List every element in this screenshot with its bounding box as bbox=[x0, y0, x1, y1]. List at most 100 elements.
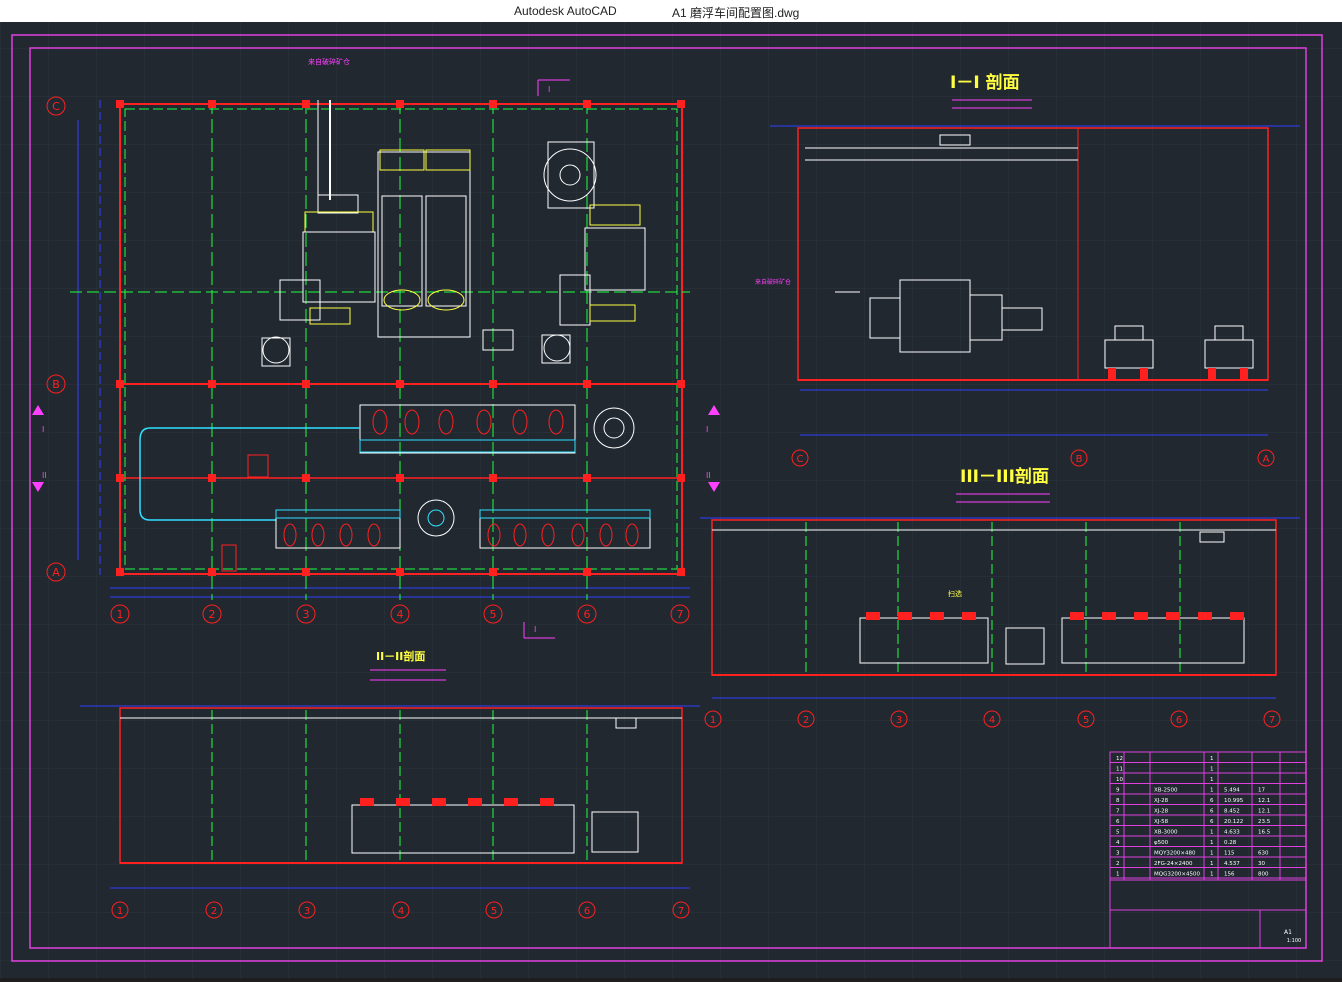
svg-text:5: 5 bbox=[490, 608, 497, 621]
plan-axis-C: C bbox=[46, 96, 66, 116]
svg-text:7: 7 bbox=[678, 906, 684, 917]
sheet-scale: 1:100 bbox=[1287, 938, 1301, 944]
table-cell: MQG3200×4500 bbox=[1154, 872, 1200, 878]
flotation-bank-upper[interactable] bbox=[359, 404, 635, 454]
table-cell: MQY3200×480 bbox=[1154, 851, 1196, 857]
svg-text:1: 1 bbox=[710, 715, 716, 726]
section-II-axis-3: 3 bbox=[298, 901, 316, 919]
section-III-axis-1: 1 bbox=[704, 710, 722, 728]
table-cell: XB-2500 bbox=[1154, 788, 1178, 794]
table-cell: XJ-58 bbox=[1154, 819, 1169, 825]
section-II-bank[interactable] bbox=[351, 798, 575, 854]
section-III-III[interactable]: III－III剖面 扫选 1 2 3 4 5 6 7 bbox=[700, 466, 1300, 728]
plan-axis-2: 2 bbox=[202, 604, 222, 624]
svg-text:7: 7 bbox=[677, 608, 684, 621]
plan-axis-B: B bbox=[46, 374, 66, 394]
plan-axis-7: 7 bbox=[670, 604, 690, 624]
section-III-axis-2: 2 bbox=[797, 710, 815, 728]
section-II-axis-2: 2 bbox=[205, 901, 223, 919]
table-cell: 156 bbox=[1224, 872, 1235, 878]
section-II-II[interactable]: II－II剖面 1 2 3 4 5 6 7 bbox=[80, 649, 700, 919]
window-titlebar: Autodesk AutoCAD A1 磨浮车间配置图.dwg bbox=[0, 0, 1342, 22]
small-tank[interactable] bbox=[482, 329, 514, 351]
plan-axis-1: 1 bbox=[110, 604, 130, 624]
table-cell: 8.452 bbox=[1224, 809, 1240, 815]
svg-text:3: 3 bbox=[303, 608, 310, 621]
svg-text:I: I bbox=[706, 425, 708, 434]
svg-text:C: C bbox=[797, 454, 804, 465]
section-III-axis-5: 5 bbox=[1077, 710, 1095, 728]
section-III-pump[interactable] bbox=[1005, 627, 1045, 665]
svg-text:3: 3 bbox=[304, 906, 310, 917]
section-I-mill[interactable] bbox=[835, 279, 1043, 353]
grid-background bbox=[0, 22, 1342, 978]
svg-text:2: 2 bbox=[211, 906, 217, 917]
table-cell: 1 bbox=[1210, 830, 1214, 836]
section-III-bank-right[interactable] bbox=[1061, 612, 1245, 664]
table-cell: 9 bbox=[1116, 788, 1120, 794]
svg-text:6: 6 bbox=[1176, 715, 1182, 726]
flotation-bank-lower[interactable] bbox=[275, 499, 651, 549]
section-II-axis-6: 6 bbox=[578, 901, 596, 919]
table-cell: 6 bbox=[1116, 819, 1120, 825]
section-marker-top: I bbox=[537, 79, 570, 96]
section-II-axis-7: 7 bbox=[672, 901, 690, 919]
section-I-cell-1[interactable] bbox=[1104, 325, 1154, 369]
section-marker-right: I II bbox=[706, 405, 720, 492]
table-cell: 1 bbox=[1210, 851, 1214, 857]
table-cell: 1 bbox=[1210, 777, 1214, 783]
section-I-ore-label: 来自破碎矿仓 bbox=[755, 278, 791, 286]
section-III-bank-left[interactable] bbox=[859, 612, 989, 664]
table-cell: 1 bbox=[1210, 861, 1214, 867]
table-cell: 17 bbox=[1258, 788, 1265, 794]
section-II-pump[interactable] bbox=[591, 811, 639, 853]
table-cell: 23.5 bbox=[1258, 819, 1271, 825]
drawing-svg[interactable]: 来自破碎矿仓 I I I II I II C B A 1 2 bbox=[0, 22, 1342, 978]
section-III-axis-3: 3 bbox=[890, 710, 908, 728]
ball-mill-right[interactable] bbox=[541, 204, 646, 364]
table-cell: 11 bbox=[1116, 767, 1123, 773]
section-I-axis-A: A bbox=[1257, 449, 1275, 467]
svg-text:II: II bbox=[706, 471, 711, 480]
table-cell: 8 bbox=[1116, 798, 1120, 804]
spiral-classifiers[interactable] bbox=[377, 149, 471, 338]
table-cell: 12 bbox=[1116, 756, 1123, 762]
table-cell: 1 bbox=[1210, 872, 1214, 878]
outer-frame bbox=[11, 34, 1323, 962]
table-cell: 6 bbox=[1210, 798, 1214, 804]
section-II-axis-1: 1 bbox=[111, 901, 129, 919]
svg-text:5: 5 bbox=[491, 906, 497, 917]
ball-mill-left[interactable] bbox=[261, 100, 376, 367]
table-cell: 1 bbox=[1210, 788, 1214, 794]
document-title: A1 磨浮车间配置图.dwg bbox=[672, 6, 800, 20]
svg-text:3: 3 bbox=[896, 715, 902, 726]
svg-text:4: 4 bbox=[989, 715, 995, 726]
pump-top[interactable] bbox=[543, 141, 597, 209]
table-cell: 16.5 bbox=[1258, 830, 1271, 836]
section-I-I[interactable]: I－I 剖面 来自破碎矿仓 C bbox=[755, 72, 1300, 467]
svg-text:4: 4 bbox=[398, 906, 404, 917]
inner-frame bbox=[29, 47, 1307, 949]
section-III-axis-7: 7 bbox=[1263, 710, 1281, 728]
svg-text:5: 5 bbox=[1083, 715, 1089, 726]
table-cell: 3 bbox=[1116, 851, 1120, 857]
svg-text:I: I bbox=[548, 85, 550, 94]
table-cell: 7 bbox=[1116, 809, 1120, 815]
section-III-title: III－III剖面 bbox=[960, 466, 1049, 487]
table-cell: 800 bbox=[1258, 872, 1269, 878]
section-II-axis-5: 5 bbox=[485, 901, 503, 919]
svg-text:B: B bbox=[52, 378, 60, 391]
table-cell: 5.494 bbox=[1224, 788, 1240, 794]
plan-view[interactable]: 来自破碎矿仓 I I I II I II C B A 1 2 bbox=[32, 57, 720, 639]
table-cell: 1 bbox=[1210, 756, 1214, 762]
sheet-size: A1 bbox=[1284, 929, 1292, 936]
table-cell: 1 bbox=[1116, 872, 1120, 878]
svg-text:2: 2 bbox=[803, 715, 809, 726]
svg-text:II: II bbox=[42, 471, 47, 480]
table-cell: 115 bbox=[1224, 851, 1235, 857]
svg-text:6: 6 bbox=[584, 906, 590, 917]
section-I-cell-2[interactable] bbox=[1204, 325, 1254, 369]
table-cell: 12.1 bbox=[1258, 809, 1270, 815]
drawing-canvas[interactable]: 来自破碎矿仓 I I I II I II C B A 1 2 bbox=[0, 22, 1342, 978]
